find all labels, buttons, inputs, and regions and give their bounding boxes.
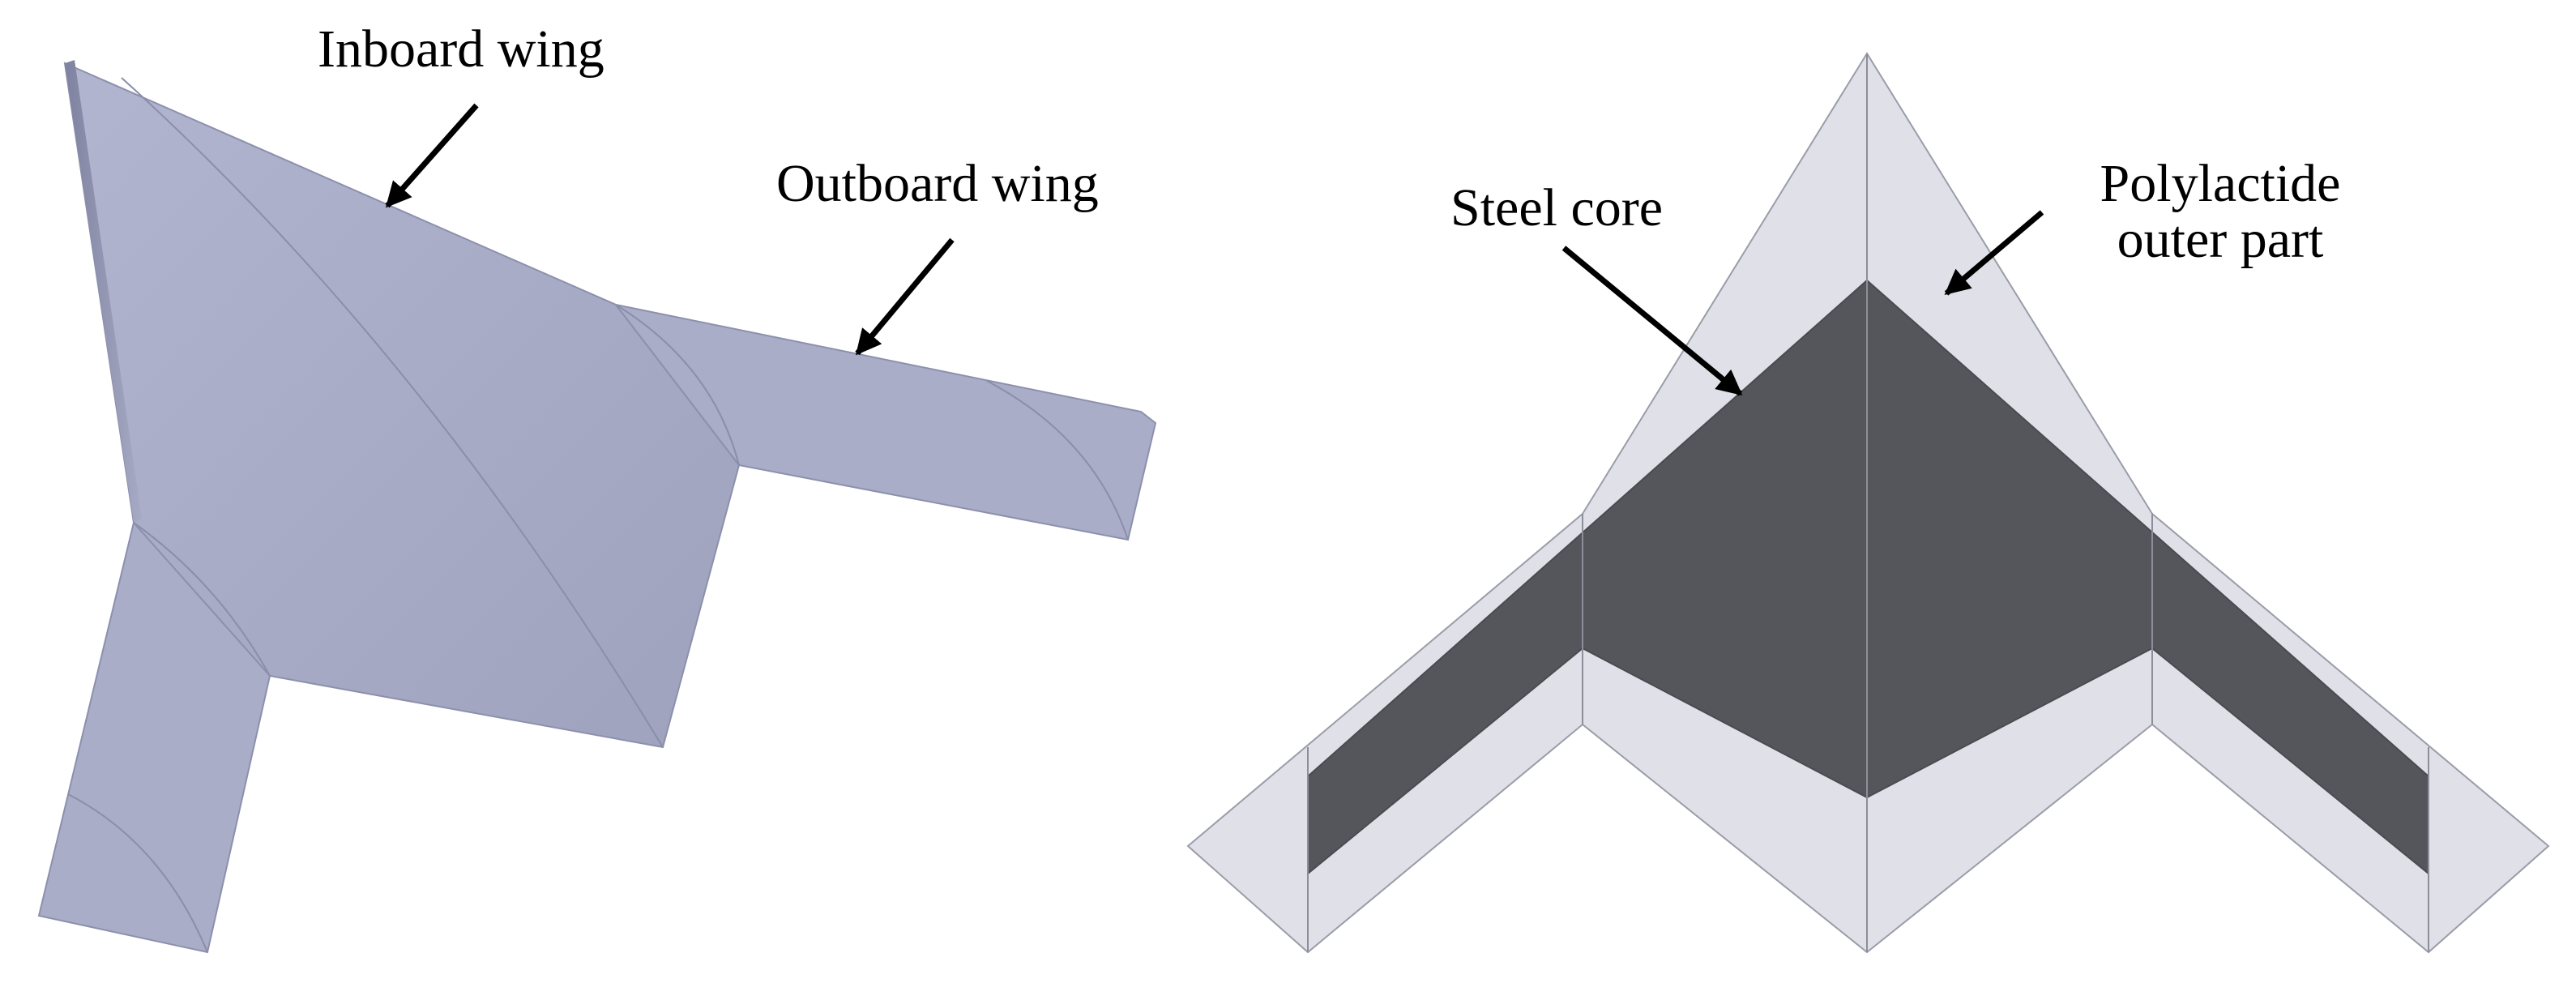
leading-edge-shading <box>65 60 142 523</box>
seam-tip-right <box>986 380 1129 541</box>
seam-outboard-root-left <box>133 522 271 677</box>
seam-outboard-root-right <box>615 304 740 466</box>
seam-inboard-main <box>121 77 664 748</box>
outboard-wing-right <box>613 303 1157 541</box>
label-polylactide-line1: Polylactide <box>2100 154 2341 213</box>
arrow-polylactide <box>1944 210 2044 296</box>
arrow-outboard <box>855 237 955 356</box>
arrow-inboard <box>385 103 479 208</box>
label-polylactide-line2: outer part <box>2117 210 2324 270</box>
arrow-steel <box>1561 246 1743 396</box>
label-inboard-wing: Inboard wing <box>318 19 604 79</box>
seam-tip-left <box>67 793 208 953</box>
material-layout <box>1186 52 2550 954</box>
wing-planform <box>37 60 1157 954</box>
panel-lines <box>1307 53 2429 952</box>
label-steel-core: Steel core <box>1450 178 1664 237</box>
label-outboard-wing: Outboard wing <box>776 154 1099 213</box>
label-polylactide: Polylactide outer part <box>2074 156 2366 268</box>
